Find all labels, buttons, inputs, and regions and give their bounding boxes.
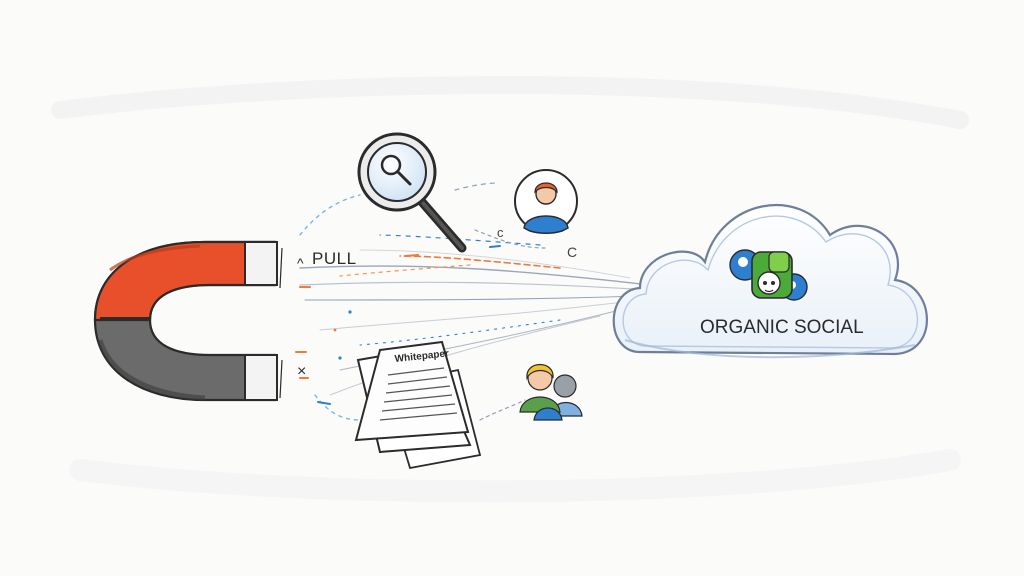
flow-line <box>299 265 651 286</box>
flow-line <box>359 249 631 279</box>
arc-line-group <box>479 399 526 421</box>
arc-line-bottom <box>314 394 361 421</box>
arc-line-top <box>299 194 361 236</box>
small-c-mark-left: c <box>497 225 504 240</box>
arc-line-person-top <box>454 182 496 191</box>
flow-line <box>304 295 641 301</box>
person-avatar-icon <box>514 169 578 234</box>
social-media-icons-cluster <box>729 249 808 301</box>
magnet-icon <box>93 240 283 402</box>
arc-line-person <box>474 229 546 249</box>
cloud-label: ORGANIC SOCIAL <box>700 317 864 338</box>
background-smudges <box>51 76 969 503</box>
flow-line-orange <box>339 264 471 277</box>
flow-line <box>319 299 641 331</box>
x-mark: × <box>297 363 306 380</box>
people-group-icon <box>519 364 583 421</box>
pull-label: PULL <box>312 249 357 268</box>
flow-line-blue <box>359 319 561 346</box>
whitepaper-document-icon: Whitepaper <box>354 340 482 470</box>
magnifying-glass-icon <box>357 132 467 253</box>
caret-mark: ^ <box>297 255 304 271</box>
small-c-mark-right: C <box>567 244 577 260</box>
flow-sparks <box>295 245 501 405</box>
flow-lines <box>299 182 651 421</box>
flow-line <box>299 281 651 291</box>
